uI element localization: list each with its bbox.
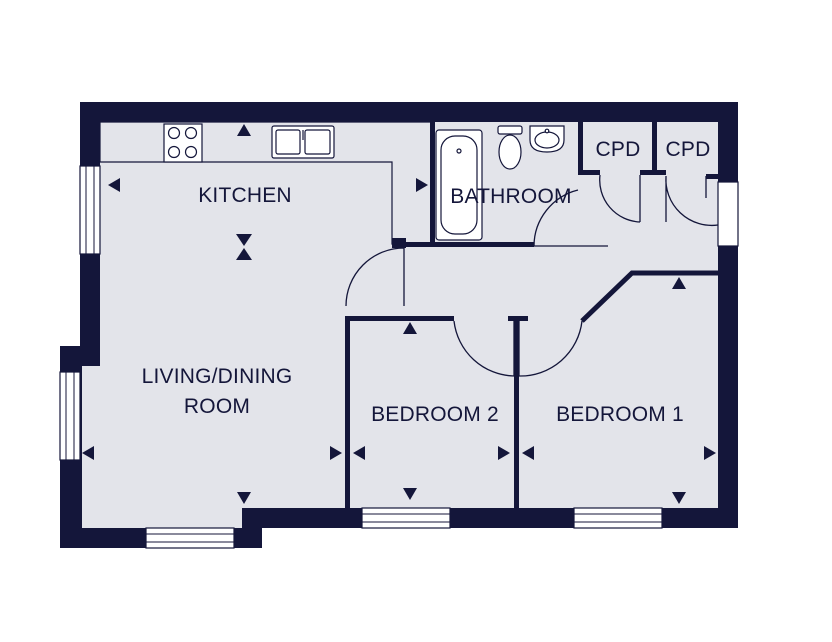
triangle-arrow-icon [237, 492, 251, 504]
room-label-bedroom2: BEDROOM 2 [371, 403, 499, 426]
windows [59, 165, 739, 549]
triangle-arrow-icon [403, 322, 417, 334]
room-label-living-line2: ROOM [184, 395, 250, 418]
room-label-cpd-right: CPD [666, 138, 711, 161]
room-label-cpd-left: CPD [596, 138, 641, 161]
toilet-icon [497, 125, 523, 170]
room-label-bedroom1: BEDROOM 1 [556, 403, 684, 426]
room-label-bathroom: BATHROOM [450, 185, 571, 208]
triangle-arrow-icon [672, 492, 686, 504]
door-living [345, 247, 405, 307]
sink-icon [271, 125, 335, 159]
triangle-arrow-icon [108, 178, 120, 192]
wall-cpd-front-right [706, 174, 720, 179]
wall-bed1-diagonal [580, 270, 720, 323]
hob-icon [163, 123, 203, 163]
bathtub-icon [435, 129, 483, 241]
triangle-arrow-icon [522, 446, 534, 460]
room-label-kitchen: KITCHEN [198, 184, 292, 207]
triangle-arrow-icon [237, 124, 251, 136]
door-cpd-left [599, 174, 641, 223]
wall-top [80, 102, 738, 122]
room-label-living-line1: LIVING/DINING [142, 365, 293, 388]
triangle-arrow-icon [498, 446, 510, 460]
window-living-bottom [145, 527, 235, 549]
wall-cpd-front-mid [640, 170, 666, 175]
triangle-arrow-icon [82, 446, 94, 460]
floor-area [82, 122, 722, 528]
wall-bathroom-bottom [392, 242, 534, 247]
door-bedroom2 [453, 320, 515, 377]
window-bedroom1-bottom [573, 507, 663, 529]
wall-bottom-right [242, 508, 738, 528]
window-entrance-right [717, 181, 739, 247]
wall-cpd-front-left [578, 170, 600, 175]
wall-kitchen-stub [392, 238, 406, 248]
doors [345, 174, 719, 377]
triangle-arrow-icon [672, 277, 686, 289]
wall-living-bed2 [345, 316, 350, 512]
dimension-markers [82, 124, 716, 504]
wall-bed2-top [346, 316, 454, 321]
hourglass-icon [236, 234, 252, 260]
door-cpd-right [665, 175, 719, 227]
window-kitchen-left [79, 165, 101, 255]
wall-bathroom-right [578, 122, 583, 174]
wall-bed2-bed1 [514, 316, 519, 512]
door-bathroom [533, 189, 608, 247]
triangle-arrow-icon [416, 178, 428, 192]
wall-right-upper [718, 102, 738, 182]
triangle-arrow-icon [353, 446, 365, 460]
triangle-arrow-icon [403, 488, 417, 500]
wall-cpd-divider [652, 122, 657, 174]
wall-bathroom-left [430, 122, 435, 246]
window-bedroom2-bottom [361, 507, 451, 529]
basin-icon [529, 125, 565, 153]
triangle-arrow-icon [704, 446, 716, 460]
wall-right-lower [718, 246, 738, 528]
window-living-left [59, 371, 81, 461]
door-bedroom1 [518, 320, 583, 377]
triangle-arrow-icon [330, 446, 342, 460]
